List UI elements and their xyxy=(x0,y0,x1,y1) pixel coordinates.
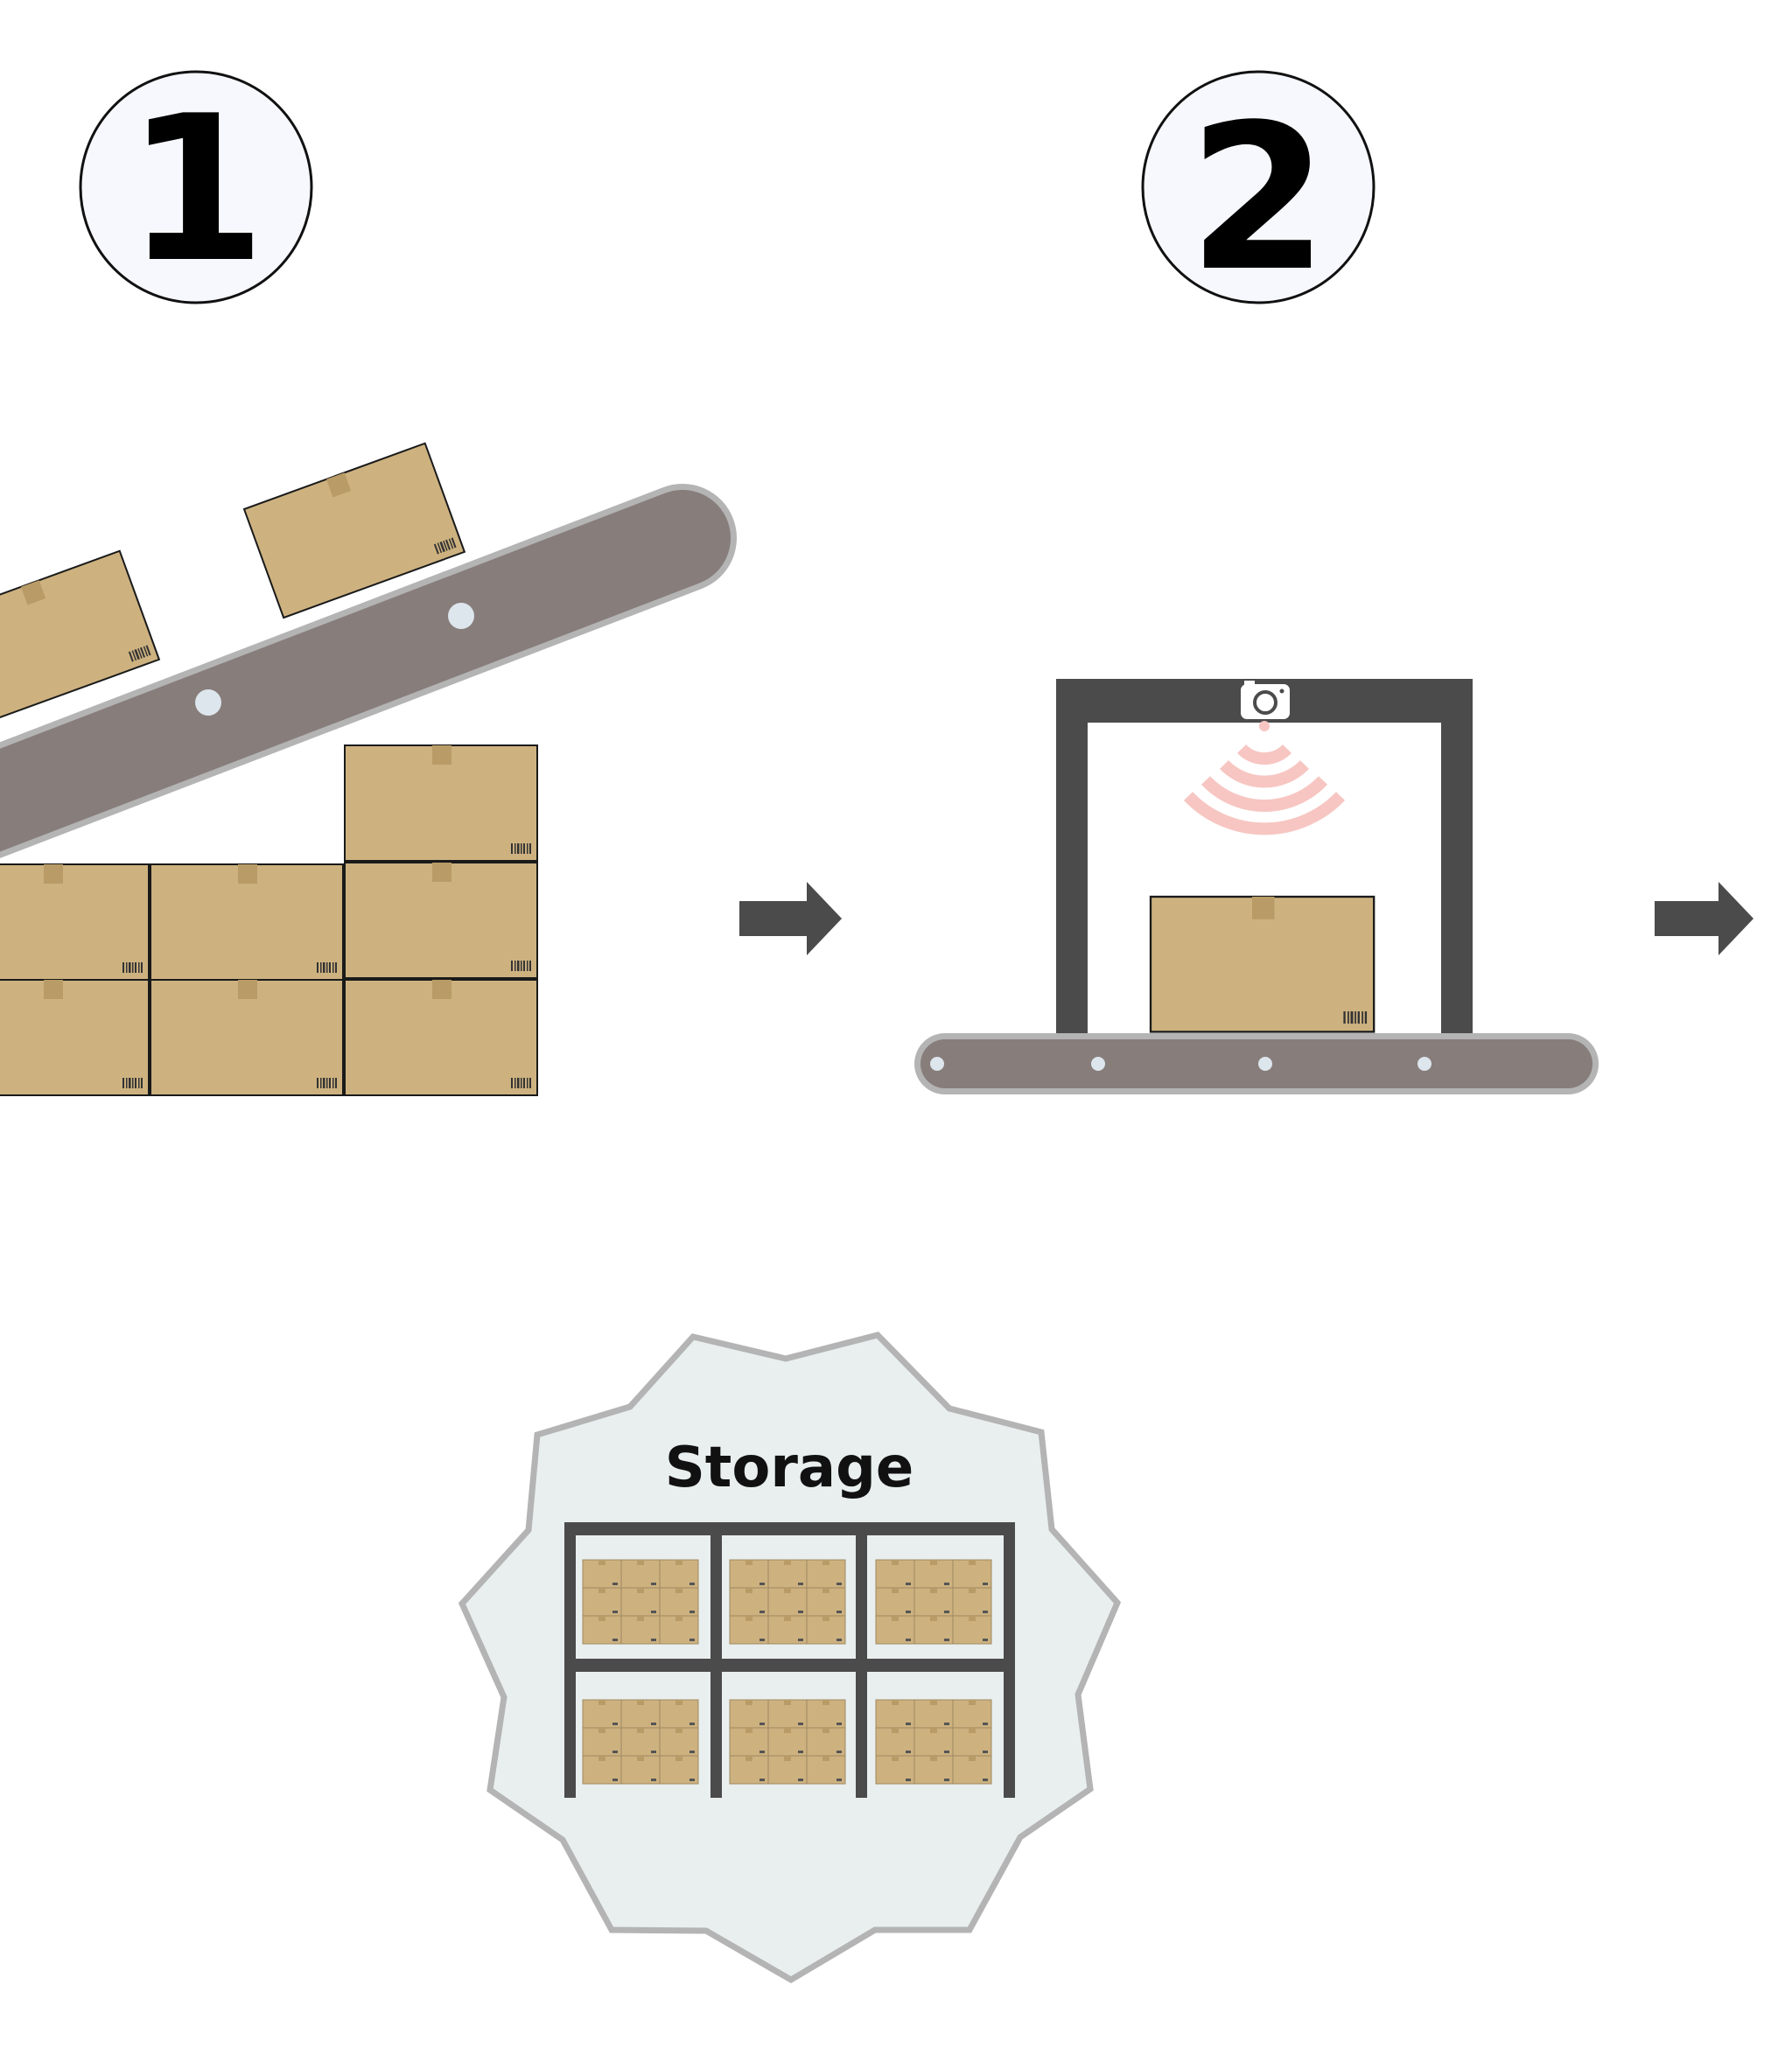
shelf-crate xyxy=(806,1727,846,1757)
shelf-crate xyxy=(914,1755,954,1785)
shelf-crate xyxy=(914,1615,954,1645)
arrow-right-icon xyxy=(739,882,842,955)
shelf-crate xyxy=(806,1699,846,1729)
shelf-crate xyxy=(767,1755,808,1785)
shelf-crate xyxy=(767,1699,808,1729)
shelf-crate xyxy=(620,1559,661,1589)
shelf-bay xyxy=(582,1699,699,1785)
conveyor-roller xyxy=(1418,1057,1432,1071)
storage-label: Storage xyxy=(665,1436,914,1500)
shelf-bay xyxy=(875,1559,992,1645)
conveyor-roller xyxy=(930,1057,944,1071)
shelf-crate xyxy=(767,1559,808,1589)
scanned-box xyxy=(1149,895,1376,1033)
conveyor-roller xyxy=(195,689,221,716)
shelf-crate xyxy=(875,1727,915,1757)
shelf-crate xyxy=(875,1699,915,1729)
conveyor-roller xyxy=(448,603,474,629)
shelf-crate xyxy=(952,1615,992,1645)
storage-burst xyxy=(458,1332,1122,1984)
shelf-crate xyxy=(806,1587,846,1617)
shelf-crate xyxy=(767,1727,808,1757)
step-1-number: 1 xyxy=(126,73,266,307)
shelf-crate xyxy=(875,1755,915,1785)
shelf-crate xyxy=(620,1755,661,1785)
flat-conveyor xyxy=(914,1033,1599,1094)
shelf-crate xyxy=(582,1615,622,1645)
scan-signal-icon xyxy=(1183,721,1346,835)
shelf-bay xyxy=(729,1559,846,1645)
camera-icon xyxy=(1241,681,1290,719)
storage-shelf xyxy=(564,1522,1015,1798)
shelf-crate xyxy=(729,1559,769,1589)
shelf-crate xyxy=(952,1587,992,1617)
inclined-conveyor xyxy=(0,484,737,859)
shelf-bay xyxy=(582,1559,699,1645)
shelf-bay xyxy=(729,1699,846,1785)
arrow-right-icon xyxy=(1655,882,1754,955)
shelf-crate xyxy=(914,1587,954,1617)
shelf-crate xyxy=(659,1699,699,1729)
shelf-crate xyxy=(767,1615,808,1645)
shelf-crate xyxy=(952,1699,992,1729)
step-2-badge: 2 xyxy=(1141,70,1376,316)
shelf-crate xyxy=(659,1727,699,1757)
shelf-crate xyxy=(582,1727,622,1757)
shelf-crate xyxy=(729,1587,769,1617)
conveyor-roller xyxy=(1258,1057,1272,1071)
shelf-bay xyxy=(875,1699,992,1785)
shelf-crate xyxy=(582,1755,622,1785)
shelf-crate xyxy=(729,1699,769,1729)
shelf-crate xyxy=(729,1615,769,1645)
shelf-crate xyxy=(620,1727,661,1757)
shelf-crate xyxy=(806,1559,846,1589)
shelf-crate xyxy=(767,1587,808,1617)
step-1-badge: 1 xyxy=(79,70,313,307)
shelf-crate xyxy=(875,1587,915,1617)
shelf-crate xyxy=(620,1587,661,1617)
shelf-crate xyxy=(914,1727,954,1757)
shelf-crate xyxy=(729,1755,769,1785)
shelf-crate xyxy=(952,1727,992,1757)
shelf-crate xyxy=(914,1699,954,1729)
shelf-crate xyxy=(952,1559,992,1589)
step-2-number: 2 xyxy=(1188,82,1328,316)
shelf-crate xyxy=(952,1755,992,1785)
shelf-crate xyxy=(620,1699,661,1729)
conveyor-roller xyxy=(1091,1057,1105,1071)
shelf-crate xyxy=(659,1587,699,1617)
shelf-crate xyxy=(659,1615,699,1645)
shelf-crate xyxy=(620,1615,661,1645)
shelf-crate xyxy=(582,1699,622,1729)
shelf-crate xyxy=(659,1755,699,1785)
shelf-crate xyxy=(659,1559,699,1589)
shelf-crate xyxy=(806,1615,846,1645)
shelf-crate xyxy=(729,1727,769,1757)
shelf-crate xyxy=(582,1559,622,1589)
shelf-crate xyxy=(582,1587,622,1617)
shelf-crate xyxy=(914,1559,954,1589)
shelf-crate xyxy=(875,1615,915,1645)
shelf-crate xyxy=(875,1559,915,1589)
shelf-crate xyxy=(806,1755,846,1785)
